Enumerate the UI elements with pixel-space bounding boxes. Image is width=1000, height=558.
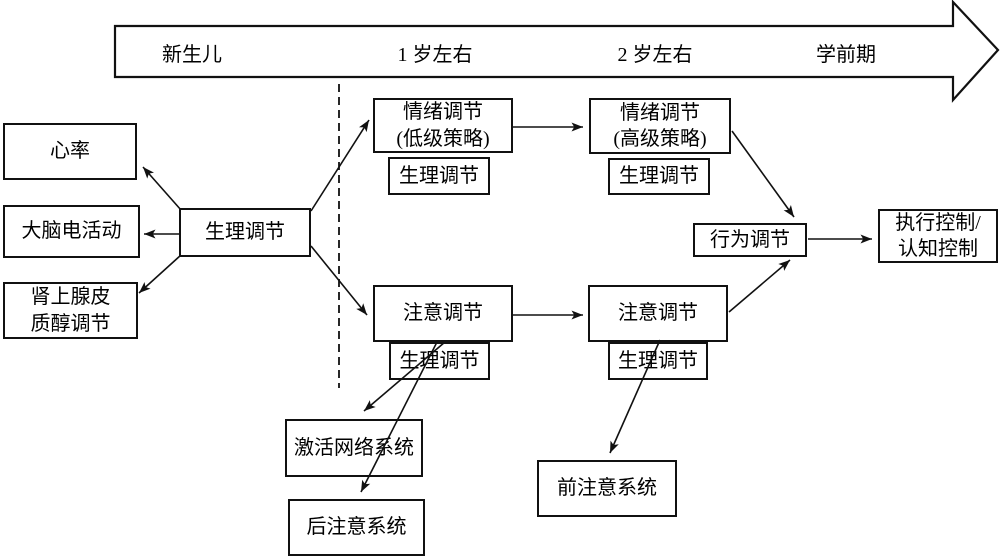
node-physio-under-attention-1y: 生理调节 bbox=[389, 342, 490, 380]
node-emotion-regulation-high: 情绪调节 (高级策略) bbox=[589, 98, 731, 154]
node-adrenal-cortisol: 肾上腺皮 质醇调节 bbox=[3, 282, 138, 339]
timeline-arrow bbox=[113, 0, 1000, 103]
node-heart-rate: 心率 bbox=[3, 123, 137, 180]
node-physio-regulation-center: 生理调节 bbox=[179, 208, 311, 257]
node-emotion-regulation-low: 情绪调节 (低级策略) bbox=[373, 98, 513, 153]
node-anterior-attention: 前注意系统 bbox=[537, 460, 677, 517]
node-brain-activity: 大脑电活动 bbox=[3, 205, 140, 258]
node-posterior-attention: 后注意系统 bbox=[288, 499, 425, 556]
timeline-label-preschool: 学前期 bbox=[816, 43, 876, 66]
timeline-label-age-2: 2 岁左右 bbox=[617, 43, 693, 66]
node-attention-regulation-2y: 注意调节 bbox=[588, 285, 728, 342]
node-behavior-regulation: 行为调节 bbox=[693, 223, 807, 257]
node-physio-under-attention-2y: 生理调节 bbox=[608, 342, 708, 380]
timeline-label-age-1: 1 岁左右 bbox=[397, 43, 473, 66]
node-activation-network: 激活网络系统 bbox=[285, 419, 423, 477]
node-attention-regulation-1y: 注意调节 bbox=[373, 285, 513, 342]
node-physio-under-emotion-high: 生理调节 bbox=[608, 158, 710, 195]
timeline-label-newborn: 新生儿 bbox=[162, 43, 222, 66]
node-executive-control: 执行控制/ 认知控制 bbox=[878, 209, 998, 263]
node-physio-under-emotion-low: 生理调节 bbox=[388, 157, 490, 195]
